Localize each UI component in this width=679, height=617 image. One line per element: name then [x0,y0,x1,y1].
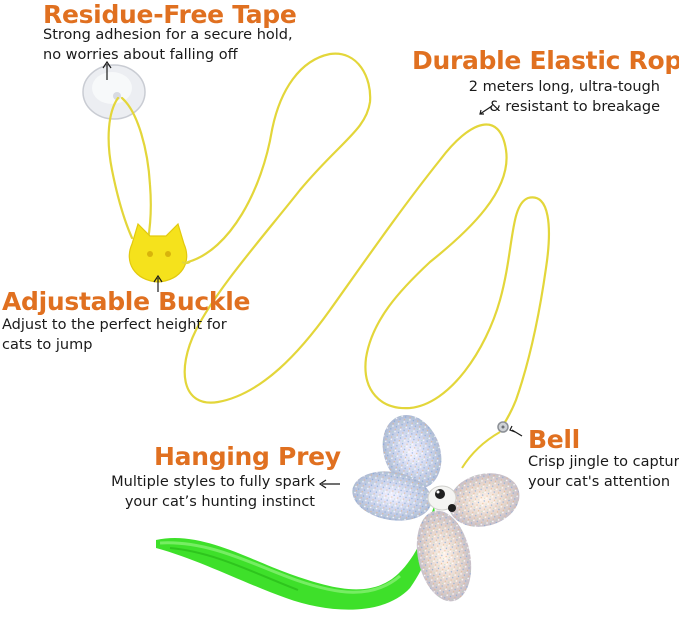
bell-description-line1: Crisp jingle to capture [528,454,679,470]
rope-description-line1: 2 meters long, ultra-tough [468,79,660,95]
tape-title: Residue-Free Tape [43,0,297,29]
prey-title: Hanging Prey [154,442,341,471]
bell-description: Crisp jingle to capture your cat's atten… [528,452,679,492]
prey-description-line1: Multiple styles to fully spark [111,474,315,490]
arrow-prey [318,479,340,489]
prey-description-line2: your cat’s hunting instinct [124,494,315,510]
elastic-rope [183,52,551,432]
tape-description-line1: Strong adhesion for a secure hold, [43,27,293,43]
bell [497,421,509,433]
bell-title: Bell [528,425,580,454]
suction-cup [82,64,146,120]
buckle-title: Adjustable Buckle [2,287,251,316]
prey-description: Multiple styles to fully spark your cat’… [111,472,315,512]
dragonfly-prey [352,415,520,602]
arrow-buckle [153,274,163,292]
feather-tail [156,506,435,610]
cat-buckle [128,222,191,283]
arrow-rope [479,105,493,115]
buckle-description: Adjust to the perfect height for cats to… [2,315,227,355]
rope-description: 2 meters long, ultra-tough & resistant t… [469,77,660,117]
rope-description-line2: & resistant to breakage [489,99,660,115]
arrow-tape [102,60,112,80]
buckle-description-line1: Adjust to the perfect height for [2,317,227,333]
rope-loop [107,96,152,242]
tape-description-line2: no worries about falling off [43,47,238,63]
tape-description: Strong adhesion for a secure hold, no wo… [43,25,293,65]
arrow-bell [509,425,523,437]
bell-description-line2: your cat's attention [528,474,671,490]
rope-title: Durable Elastic Rope [412,46,679,75]
buckle-description-line2: cats to jump [2,337,93,353]
